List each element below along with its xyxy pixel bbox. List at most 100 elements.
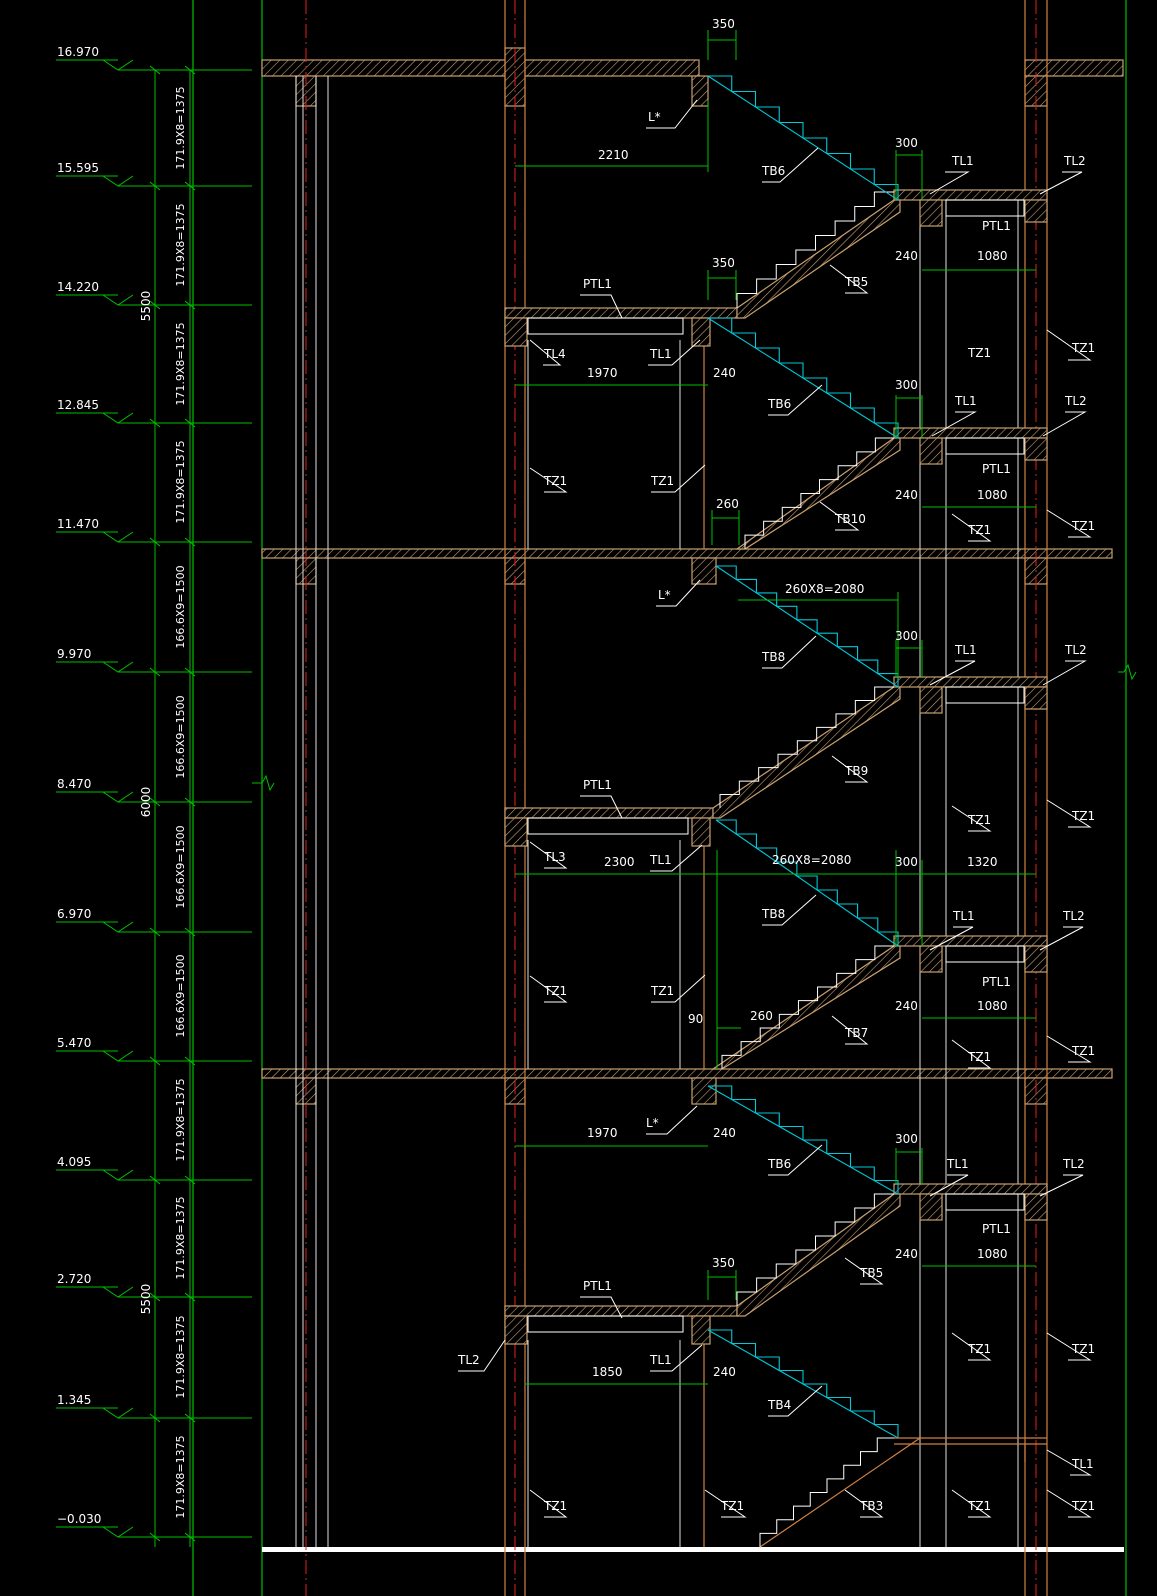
annotation-label: TZ1 xyxy=(967,1050,991,1064)
annotation-label: TL2 xyxy=(457,1353,480,1367)
annotation-label: 260 xyxy=(716,497,739,511)
stair-dimension-label: 171.9X8=1375 xyxy=(174,1315,187,1398)
annotation-label: TL2 xyxy=(1063,154,1086,168)
annotation-label: TL1 xyxy=(951,154,974,168)
annotation-label: TZ1 xyxy=(1071,809,1095,823)
annotation-label: TL2 xyxy=(1062,909,1085,923)
stair-dimension-label: 166.6X9=1500 xyxy=(174,825,187,908)
annotation-label: L* xyxy=(658,588,671,602)
annotation-label: TL2 xyxy=(1064,394,1087,408)
stair-dimension-label: 171.9X8=1375 xyxy=(174,322,187,405)
ground-flight xyxy=(759,1437,1047,1548)
stair-dimension-label: 171.9X8=1375 xyxy=(174,203,187,286)
annotation-label: TZ1 xyxy=(1071,519,1095,533)
cut-flights xyxy=(711,199,901,1317)
annotation-label: 300 xyxy=(895,629,918,643)
annotation-label: TB5 xyxy=(859,1266,883,1280)
annotation-label: TB5 xyxy=(844,275,868,289)
stair-soffit xyxy=(715,819,899,947)
level-label: 12.845 xyxy=(57,398,99,412)
annotation-label: TZ1 xyxy=(967,1499,991,1513)
annotation-label: TZ1 xyxy=(543,984,567,998)
annotation-label: TZ1 xyxy=(543,474,567,488)
stair-steps xyxy=(716,565,899,687)
level-label: 11.470 xyxy=(57,517,99,531)
level-dimension-lines xyxy=(154,70,191,1547)
level-label: 1.345 xyxy=(57,1393,91,1407)
annotation-label: TL1 xyxy=(649,347,672,361)
annotation-label: TL1 xyxy=(954,643,977,657)
annotation-label: TZ1 xyxy=(967,1342,991,1356)
stair-dimension-label: 171.9X8=1375 xyxy=(174,440,187,523)
annotation-label: 1080 xyxy=(977,1247,1008,1261)
annotation-label: 240 xyxy=(713,1365,736,1379)
annotation-label: TL2 xyxy=(1064,643,1087,657)
annotation-label: 260X8=2080 xyxy=(785,582,864,596)
stair-soffit xyxy=(707,317,899,439)
annotation-label: 260X8=2080 xyxy=(772,853,851,867)
annotation-label: L* xyxy=(646,1116,659,1130)
leader-lines xyxy=(458,99,1092,1518)
annotation-label: TL4 xyxy=(543,347,566,361)
annotation-label: 240 xyxy=(895,488,918,502)
stair-soffit xyxy=(715,565,899,688)
stair-dimension-label: 171.9X8=1375 xyxy=(174,1078,187,1161)
annotation-label: PTL1 xyxy=(982,219,1011,233)
annotation-label: TZ1 xyxy=(967,523,991,537)
annotation-label: TL1 xyxy=(649,853,672,867)
stair-dimension-label: 171.9X8=1375 xyxy=(174,86,187,169)
annotation-label: TB8 xyxy=(761,650,785,664)
annotation-label: TB6 xyxy=(767,1157,791,1171)
annotation-label: 2300 xyxy=(604,855,635,869)
annotation-label: TL2 xyxy=(1062,1157,1085,1171)
annotation-label: 350 xyxy=(712,256,735,270)
annotation-label: TB3 xyxy=(859,1499,883,1513)
seen-flights xyxy=(707,75,899,1439)
stair-dimension-label: 166.6X9=1500 xyxy=(174,565,187,648)
annotation-label: TZ1 xyxy=(1071,1342,1095,1356)
level-label: 8.470 xyxy=(57,777,91,791)
annotation-label: TZ1 xyxy=(967,346,991,360)
annotation-label: 90 xyxy=(688,1012,703,1026)
annotation-label: PTL1 xyxy=(583,277,612,291)
annotation-label: 350 xyxy=(712,17,735,31)
level-label: 14.220 xyxy=(57,280,99,294)
annotation-label: TZ1 xyxy=(543,1499,567,1513)
break-symbols xyxy=(252,663,1137,792)
annotation-label: TB6 xyxy=(761,164,785,178)
stair-dimension-label: 171.9X8=1375 xyxy=(174,1435,187,1518)
cut-step-profile xyxy=(736,191,894,308)
ground-steps xyxy=(759,1437,894,1547)
annotation-label: 1320 xyxy=(967,855,998,869)
cut-step-profile xyxy=(736,1193,894,1306)
cut-step-profile xyxy=(719,686,894,808)
stair-dimension-label: 171.9X8=1375 xyxy=(174,1196,187,1279)
annotation-label: TZ1 xyxy=(1071,1044,1095,1058)
level-labels: 16.97015.59514.22012.84511.4709.9708.470… xyxy=(57,45,101,1526)
annotation-label: 300 xyxy=(895,378,918,392)
annotation-label: TZ1 xyxy=(1071,1499,1095,1513)
dimension-lines xyxy=(515,30,1036,1385)
annotation-label: TZ1 xyxy=(1071,341,1095,355)
annotation-label: TZ1 xyxy=(650,474,674,488)
annotation-label: L* xyxy=(648,110,661,124)
annotation-label: TL1 xyxy=(946,1157,969,1171)
annotation-label: 260 xyxy=(750,1009,773,1023)
floor-slabs xyxy=(261,47,1124,1105)
stair-soffit xyxy=(707,1085,899,1195)
level-label: 15.595 xyxy=(57,161,99,175)
annotation-label: TB9 xyxy=(844,764,868,778)
annotation-label: 240 xyxy=(895,1247,918,1261)
annotation-label: 1080 xyxy=(977,488,1008,502)
annotation-label: TB6 xyxy=(767,397,791,411)
annotation-label: PTL1 xyxy=(583,1279,612,1293)
annotation-label: TL1 xyxy=(952,909,975,923)
level-label: 16.970 xyxy=(57,45,99,59)
annotation-label: 1970 xyxy=(587,366,618,380)
annotation-label: TL3 xyxy=(543,850,566,864)
stair-soffit xyxy=(707,1329,899,1439)
annotation-label: 300 xyxy=(895,1132,918,1146)
stair-dimension-labels: 171.9X8=1375 171.9X8=1375 171.9X8=1375 171.… xyxy=(174,86,187,1518)
